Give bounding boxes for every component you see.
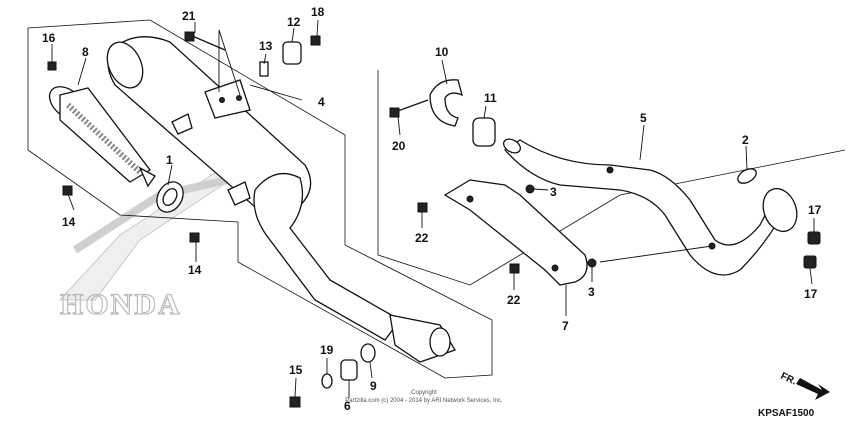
- callout-1: 1: [166, 153, 173, 167]
- callout-21: 21: [182, 9, 196, 23]
- pipe-gasket: [737, 168, 757, 184]
- callout-14a: 14: [62, 215, 76, 229]
- left-fasteners: [47, 31, 321, 243]
- callout-3a: 3: [550, 185, 557, 199]
- callout-4: 4: [318, 95, 325, 109]
- callout-17b: 17: [804, 287, 818, 301]
- callout-2: 2: [742, 133, 749, 147]
- callout-17a: 17: [808, 203, 822, 217]
- callout-8: 8: [82, 45, 89, 59]
- muffler-assembly-frame: [27, 19, 493, 379]
- spark-arrester-insert: [48, 86, 156, 188]
- callout-12: 12: [287, 15, 301, 29]
- callout-13: 13: [259, 39, 273, 53]
- gasket-ring-inner: [162, 187, 178, 207]
- honda-watermark-text: HONDA: [60, 288, 182, 321]
- callouts: 16 8 1 14 14 21 13 12 18 4 10 11 20 5 2 …: [42, 5, 822, 413]
- callout-7: 7: [562, 319, 569, 333]
- callout-22b: 22: [507, 293, 521, 307]
- callout-6: 6: [344, 399, 351, 413]
- callout-15: 15: [289, 363, 303, 377]
- callout-19: 19: [320, 343, 334, 357]
- pipe-collar: [472, 117, 496, 147]
- leader-lines: [51, 19, 815, 398]
- callout-10: 10: [435, 45, 449, 59]
- bottom-fasteners: [289, 343, 376, 408]
- diagram-code: KPSAF1500: [758, 408, 815, 419]
- exhaust-protector: [443, 179, 588, 286]
- right-fasteners: [389, 99, 821, 274]
- callout-9: 9: [370, 379, 377, 393]
- callout-18: 18: [311, 5, 325, 19]
- callout-3b: 3: [588, 285, 595, 299]
- copyright-line-2: Partzilla.com (c) 2004 - 2014 by ARI Net…: [345, 398, 503, 404]
- exhaust-pipe-assembly-frame: [377, 70, 846, 286]
- copyright-line-1: Copyright: [411, 390, 437, 396]
- callout-11: 11: [484, 91, 497, 105]
- pipe-clamp: [429, 79, 463, 127]
- muffler: [106, 36, 456, 363]
- callout-22a: 22: [415, 231, 429, 245]
- callout-14b: 14: [188, 263, 202, 277]
- callout-5: 5: [640, 111, 647, 125]
- front-label: FR.: [779, 371, 798, 388]
- front-arrow-icon: [796, 378, 830, 400]
- exhaust-pipe: [502, 138, 798, 276]
- callout-20: 20: [392, 139, 406, 153]
- front-direction-indicator: FR.: [779, 371, 830, 400]
- callout-16: 16: [42, 31, 56, 45]
